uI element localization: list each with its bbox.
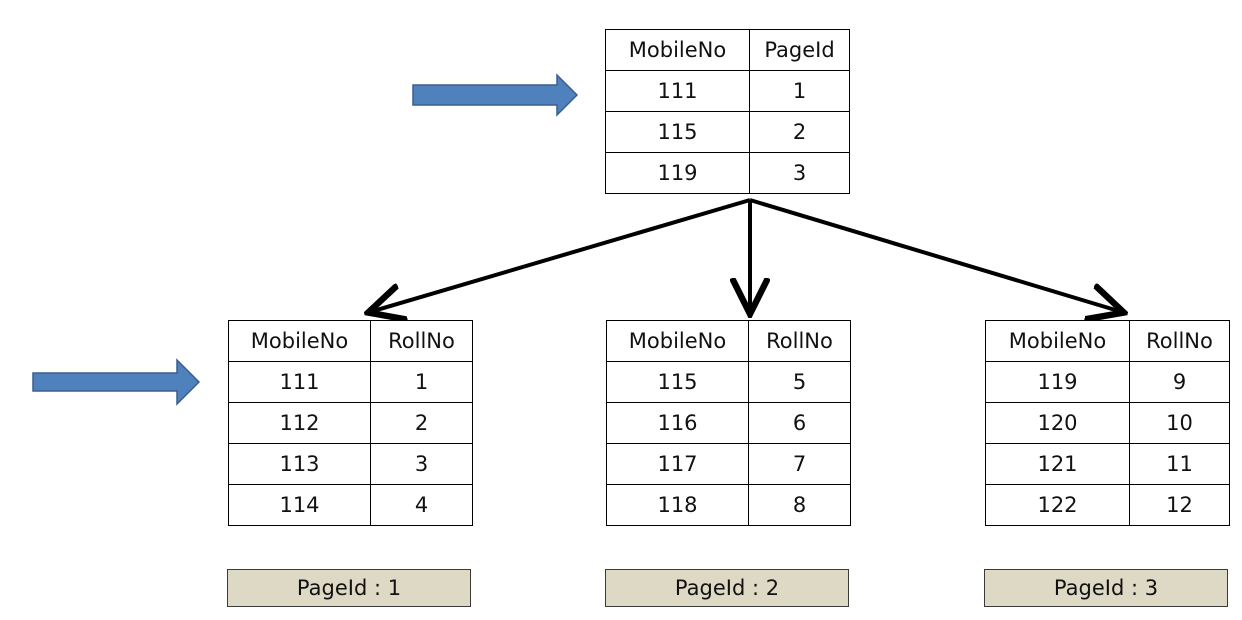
table-cell: 111: [605, 70, 750, 112]
table-cell: 6: [748, 402, 851, 444]
table-cell: 7: [748, 443, 851, 485]
table-cell: 119: [985, 361, 1130, 403]
block-arrow-right-icon: [412, 73, 579, 117]
table-cell: 10: [1129, 402, 1230, 444]
page-id-label-3: PageId : 3: [984, 569, 1228, 607]
table-cell: 2: [749, 111, 850, 153]
table-header-row: MobileNo RollNo: [228, 320, 473, 362]
block-arrow-right-icon: [32, 358, 201, 406]
column-header: RollNo: [748, 320, 851, 362]
page-id-label-1: PageId : 1: [227, 569, 471, 607]
table-cell: 114: [228, 484, 371, 526]
table-row: 120 10: [985, 402, 1230, 444]
table-row: 113 3: [228, 443, 473, 485]
table-cell: 5: [748, 361, 851, 403]
page-id-label-2: PageId : 2: [605, 569, 849, 607]
table-cell: 122: [985, 484, 1130, 526]
table-cell: 3: [749, 152, 850, 194]
table-row: 122 12: [985, 484, 1230, 526]
column-header: MobileNo: [606, 320, 749, 362]
leaf-page-2-table: MobileNo RollNo 115 5 116 6 117 7 118 8: [606, 320, 851, 526]
table-cell: 112: [228, 402, 371, 444]
root-index-table: MobileNo PageId 111 1 115 2 119 3: [605, 29, 850, 194]
table-row: 118 8: [606, 484, 851, 526]
table-row: 119 9: [985, 361, 1230, 403]
table-cell: 2: [370, 402, 473, 444]
table-row: 115 2: [605, 111, 850, 153]
column-header: MobileNo: [228, 320, 371, 362]
column-header: PageId: [749, 29, 850, 71]
column-header: RollNo: [1129, 320, 1230, 362]
table-cell: 117: [606, 443, 749, 485]
table-header-row: MobileNo PageId: [605, 29, 850, 71]
table-cell: 4: [370, 484, 473, 526]
table-row: 119 3: [605, 152, 850, 194]
leaf-page-3-table: MobileNo RollNo 119 9 120 10 121 11 122 …: [985, 320, 1230, 526]
table-cell: 9: [1129, 361, 1230, 403]
table-row: 115 5: [606, 361, 851, 403]
table-row: 111 1: [228, 361, 473, 403]
table-cell: 11: [1129, 443, 1230, 485]
table-header-row: MobileNo RollNo: [606, 320, 851, 362]
table-row: 112 2: [228, 402, 473, 444]
table-cell: 121: [985, 443, 1130, 485]
table-cell: 115: [605, 111, 750, 153]
table-cell: 115: [606, 361, 749, 403]
table-row: 121 11: [985, 443, 1230, 485]
table-cell: 119: [605, 152, 750, 194]
column-header: MobileNo: [985, 320, 1130, 362]
table-row: 116 6: [606, 402, 851, 444]
table-cell: 12: [1129, 484, 1230, 526]
table-row: 117 7: [606, 443, 851, 485]
table-cell: 1: [749, 70, 850, 112]
column-header: RollNo: [370, 320, 473, 362]
table-cell: 113: [228, 443, 371, 485]
table-cell: 111: [228, 361, 371, 403]
leaf-page-1-table: MobileNo RollNo 111 1 112 2 113 3 114 4: [228, 320, 473, 526]
table-cell: 1: [370, 361, 473, 403]
table-cell: 118: [606, 484, 749, 526]
arrow-down-left-icon: [370, 198, 751, 312]
arrow-down-right-icon: [749, 198, 1122, 312]
column-header: MobileNo: [605, 29, 750, 71]
table-row: 114 4: [228, 484, 473, 526]
table-header-row: MobileNo RollNo: [985, 320, 1230, 362]
table-row: 111 1: [605, 70, 850, 112]
table-cell: 8: [748, 484, 851, 526]
table-cell: 3: [370, 443, 473, 485]
table-cell: 116: [606, 402, 749, 444]
table-cell: 120: [985, 402, 1130, 444]
